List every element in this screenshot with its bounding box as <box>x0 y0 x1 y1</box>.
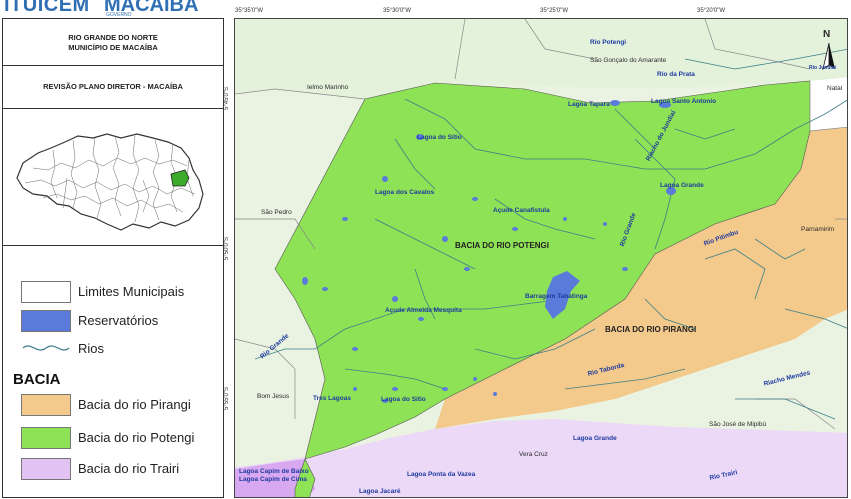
label-tres-lagoas: Tres Lagoas <box>313 395 351 402</box>
basin-trairi-inner <box>235 459 315 497</box>
label-sao-pedro: São Pedro <box>261 209 292 216</box>
label-acude-canafistula: Açude Canafistula <box>493 207 550 214</box>
logo-right: MACAÍBA <box>104 0 199 16</box>
legend-swatch-potengi <box>21 427 71 449</box>
legend-label-trairi: Bacia do rio Trairi <box>78 461 180 476</box>
title-line-municipality: MUNICÍPIO DE MACAÍBA <box>68 43 158 52</box>
label-lagoa-capim-cima: Lagoa Capim de Cima <box>239 476 307 483</box>
map-frame: N Rio Potengi São Gonçalo do Amarante Ri… <box>234 18 848 498</box>
header-bar: ITUICEM MACAÍBA GOVERNO <box>0 0 851 18</box>
side-panel: RIO GRANDE DO NORTE MUNICÍPIO DE MACAÍBA… <box>2 18 224 498</box>
region-north <box>235 19 847 99</box>
label-sao-goncalo: São Gonçalo do Amarante <box>590 57 667 64</box>
label-lagoa-jacare: Lagoa Jacaré <box>359 488 401 495</box>
north-arrow <box>822 42 835 70</box>
label-lagoa-grande-2: Lagoa Grande <box>573 435 617 442</box>
lon-label-1: 35°35'0"W <box>235 8 264 14</box>
legend-swatch-reservatorios <box>21 310 71 332</box>
label-bacia-potengi: BACIA DO RIO POTENGI <box>455 241 549 250</box>
legend-label-reservatorios: Reservatórios <box>78 313 159 328</box>
state-outline <box>16 133 204 231</box>
lat-label-2: 5°50'0"S <box>224 236 230 260</box>
basin-potengi <box>274 80 811 497</box>
region-east <box>810 77 847 131</box>
label-lagoa-dos-cavalos: Lagoa dos Cavalos <box>375 189 435 196</box>
reservoir-tabatinga <box>545 271 580 319</box>
label-lagoa-grande-1: Lagoa Grande <box>660 182 704 189</box>
label-rio-potengi: Rio Potengi <box>590 39 627 46</box>
legend-swatch-rios <box>22 345 70 351</box>
label-sao-jose-mipibu: São José de Mipibú <box>709 421 767 428</box>
legend-label-pirangi: Bacia do rio Pirangi <box>78 397 191 412</box>
legend-label-potengi: Bacia do rio Potengi <box>78 430 195 445</box>
label-lagoa-capim-baixo: Lagoa Capim de Baixo <box>239 468 309 475</box>
basin-trairi <box>235 419 847 497</box>
legend-swatch-trairi <box>21 458 71 480</box>
legend-label-rios: Rios <box>78 341 105 356</box>
macaiba-highlight <box>170 169 190 187</box>
map-svg <box>235 19 847 497</box>
lon-label-4: 35°20'0"W <box>697 8 726 14</box>
inset-map <box>3 108 223 246</box>
legend-bacia-title: BACIA <box>13 371 61 388</box>
legend: Limites Municipais Reservatórios Rios BA… <box>3 245 223 497</box>
label-parnamirim: Parnamirim <box>801 226 835 233</box>
label-rio-jundiai: Rio Jundiaí <box>809 65 836 71</box>
reservoirs <box>302 100 676 403</box>
north-label: N <box>823 29 831 40</box>
revision-label: REVISÃO PLANO DIRETOR - MACAÍBA <box>43 82 183 91</box>
title-line-state: RIO GRANDE DO NORTE <box>68 33 158 42</box>
state-inset-svg <box>16 133 204 231</box>
title-block: RIO GRANDE DO NORTE MUNICÍPIO DE MACAÍBA <box>3 19 223 66</box>
label-lagoa-santo-antonio: Lagoa Santo Antonio <box>651 98 717 105</box>
label-rio-da-prata: Rio da Prata <box>657 71 695 78</box>
revision-block: REVISÃO PLANO DIRETOR - MACAÍBA <box>3 65 223 109</box>
label-ielmo-marinho: Ielmo Marinho <box>307 84 349 91</box>
label-natal: Natal <box>827 85 843 92</box>
label-lagoa-do-sitio-1: Lagoa do Sítio <box>417 134 462 141</box>
lat-label-3: 5°55'0"S <box>224 386 230 410</box>
lat-label-1: 5°45'0"S <box>224 86 230 110</box>
label-lagoa-do-sitio-2: Lagoa do Sítio <box>381 396 426 403</box>
logo-right-sub: GOVERNO <box>106 12 132 18</box>
label-acude-mesquita: Açude Almeida Mesquita <box>385 307 462 314</box>
label-bom-jesus: Bom Jesus <box>257 393 290 400</box>
label-vera-cruz: Vera Cruz <box>519 451 548 458</box>
label-bacia-pirangi: BACIA DO RIO PIRANGI <box>605 325 697 334</box>
legend-label-limites: Limites Municipais <box>78 284 185 299</box>
lon-label-3: 35°25'0"W <box>540 8 569 14</box>
legend-swatch-limites <box>21 281 71 303</box>
label-lagoa-ponta-vazea: Lagoa Ponta da Vazea <box>407 471 476 478</box>
rivers <box>254 48 847 420</box>
lon-label-2: 35°30'0"W <box>383 8 412 14</box>
logo-left: ITUICEM <box>4 0 90 16</box>
legend-swatch-pirangi <box>21 394 71 416</box>
label-lagoa-tapara: Lagoa Tapara <box>568 101 610 108</box>
label-barragem-tabatinga: Barragem Tabatinga <box>525 293 588 300</box>
